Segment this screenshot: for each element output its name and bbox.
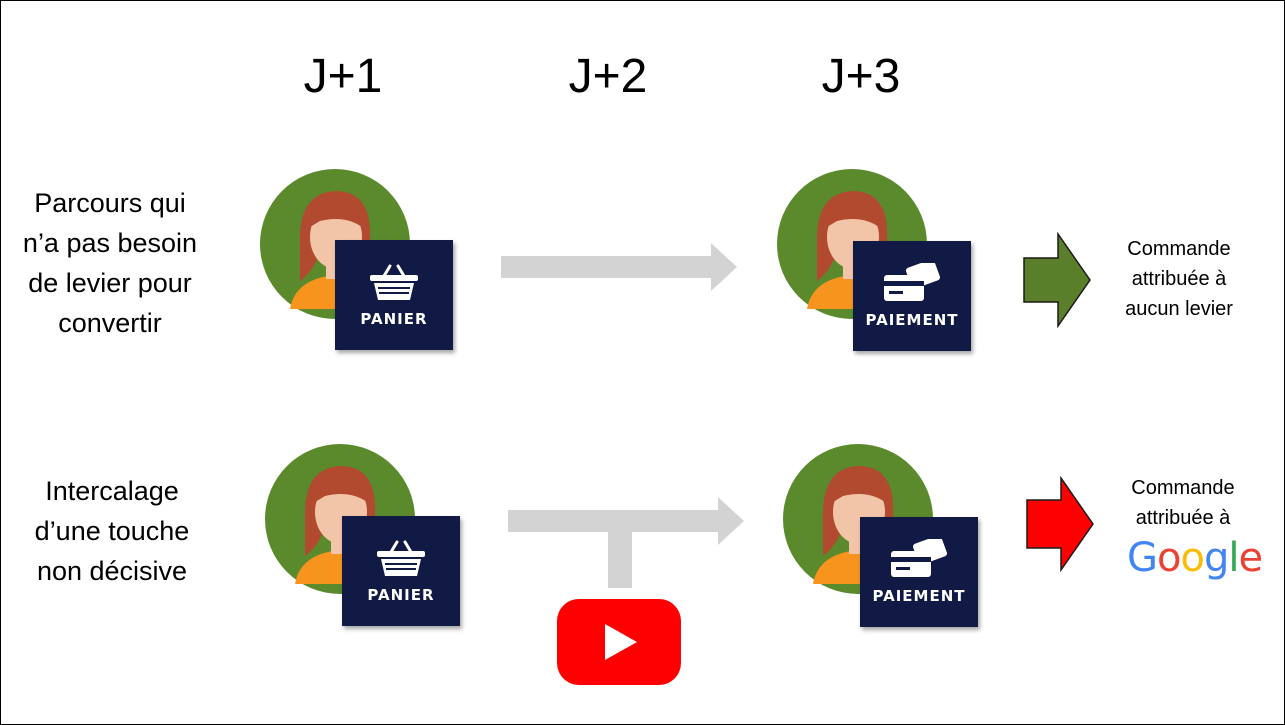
flow-arrow-row1 (501, 243, 737, 291)
basket-icon (370, 264, 418, 300)
credit-card-icon (891, 539, 948, 577)
google-logo: Google (1127, 535, 1263, 581)
google-logo-letter: G (1127, 535, 1158, 581)
row-label-line: non décisive (36, 556, 188, 586)
outcome-line: attribuée à (1135, 507, 1231, 529)
row-label-line: n’a pas besoin (22, 228, 198, 258)
row-label-line: d’une touche (34, 516, 190, 546)
outcome-line: attribuée à (1131, 268, 1227, 290)
outcome-line: Commande (1131, 477, 1235, 499)
credit-card-icon (884, 263, 941, 301)
row-label-intercalage: Intercalage d’une touche non décisive (7, 471, 217, 591)
google-logo-letter: o (1157, 535, 1182, 581)
basket-icon (377, 540, 425, 576)
badge-label: PANIER (360, 310, 428, 328)
customer-avatar-icon (265, 444, 415, 594)
google-logo-letter: g (1203, 535, 1229, 581)
outcome-line: Commande (1127, 238, 1231, 260)
step-panier-row1: PANIER (335, 240, 453, 350)
step-panier-row2: PANIER (342, 516, 460, 626)
day-header-j2: J+2 (568, 50, 648, 103)
badge-label: PAIEMENT (865, 311, 959, 329)
row-label-line: Parcours qui (34, 188, 186, 218)
row-label-line: Intercalage (45, 476, 179, 506)
row-label-line: de levier pour (28, 268, 192, 298)
outcome-arrow-row1 (1023, 232, 1091, 328)
flow-arrow-row2 (508, 497, 744, 588)
day-header-j1: J+1 (303, 50, 383, 103)
youtube-icon (557, 599, 681, 685)
row-label-line: convertir (58, 308, 162, 338)
row-label-direct: Parcours qui n’a pas besoin de levier po… (5, 183, 215, 343)
badge-label: PANIER (367, 586, 435, 604)
outcome-line: aucun levier (1125, 298, 1233, 320)
step-paiement-row2: PAIEMENT (860, 517, 978, 627)
outcome-arrow-row2 (1026, 476, 1094, 573)
day-header-j3: J+3 (821, 50, 901, 103)
outcome-row2: Commande attribuée à (1098, 473, 1268, 533)
google-logo-letter: l (1228, 535, 1239, 581)
step-paiement-row1: PAIEMENT (853, 241, 971, 351)
google-logo-letter: o (1180, 535, 1205, 581)
google-logo-letter: e (1238, 535, 1263, 581)
badge-label: PAIEMENT (872, 587, 966, 605)
outcome-row1: Commande attribuée à aucun levier (1094, 234, 1264, 324)
